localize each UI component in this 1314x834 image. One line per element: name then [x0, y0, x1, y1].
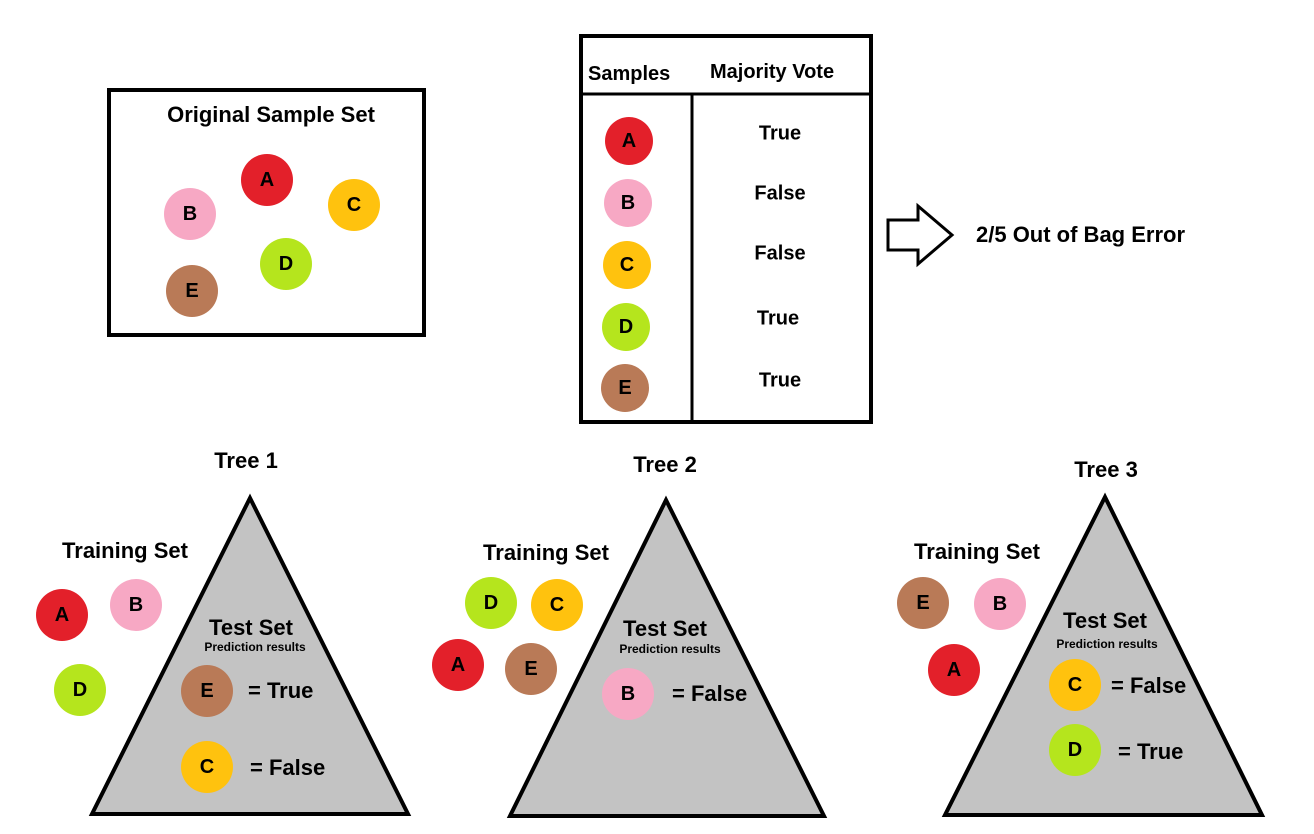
- sample-b: B: [164, 188, 216, 240]
- sample-d: D: [260, 238, 312, 290]
- arrow-right-icon: [886, 202, 955, 268]
- table-row-sample-a: A: [605, 117, 653, 165]
- tree-2-training-a: A: [432, 639, 484, 691]
- tree-1-prediction-label: Prediction results: [204, 640, 306, 654]
- tree-1-training-d: D: [54, 664, 106, 716]
- tree-1-result-text-c: = False: [250, 755, 326, 780]
- tree-1-result-sample-e: E: [181, 665, 233, 717]
- majority-vote-table: [579, 34, 873, 424]
- table-row-vote-a: True: [758, 122, 802, 145]
- original-sample-set-title: Original Sample Set: [167, 102, 375, 127]
- tree-3-test-label: Test Set: [1063, 608, 1147, 633]
- tree-3-result-sample-c: C: [1049, 659, 1101, 711]
- tree-3-prediction-label: Prediction results: [1056, 637, 1158, 651]
- tree-3-result-text-d: = True: [1118, 739, 1184, 764]
- table-row-sample-b: B: [604, 179, 652, 227]
- tree-2-prediction-label: Prediction results: [619, 642, 721, 656]
- tree-2-triangle: [506, 495, 828, 818]
- sample-c: C: [328, 179, 380, 231]
- tree-2-test-label: Test Set: [623, 616, 707, 641]
- tree-3-triangle: [941, 492, 1266, 817]
- tree-2-training-c: C: [531, 579, 583, 631]
- tree-1-training-label: Training Set: [62, 538, 188, 563]
- table-header-majority-vote: Majority Vote: [710, 61, 835, 83]
- sample-a: A: [241, 154, 293, 206]
- table-row-sample-e: E: [601, 364, 649, 412]
- table-row-sample-c: C: [603, 241, 651, 289]
- tree-1-result-sample-c: C: [181, 741, 233, 793]
- tree-2-training-label: Training Set: [483, 540, 609, 565]
- table-row-sample-d: D: [602, 303, 650, 351]
- tree-1-training-a: A: [36, 589, 88, 641]
- tree-2-result-sample-b: B: [602, 668, 654, 720]
- oob-error-label: 2/5 Out of Bag Error: [976, 222, 1186, 247]
- tree-1-triangle: [88, 493, 412, 816]
- tree-3-training-a: A: [928, 644, 980, 696]
- tree-1-result-text-e: = True: [248, 678, 314, 703]
- tree-2-training-e: E: [505, 643, 557, 695]
- tree-2-result-text-b: = False: [672, 681, 748, 706]
- tree-1-test-label: Test Set: [209, 615, 293, 640]
- tree-3-result-sample-d: D: [1049, 724, 1101, 776]
- table-row-vote-c: False: [754, 242, 806, 265]
- table-header-samples: Samples: [588, 63, 671, 85]
- tree-2-title: Tree 2: [633, 452, 697, 477]
- table-row-vote-e: True: [758, 369, 802, 392]
- table-row-vote-b: False: [754, 182, 806, 205]
- tree-3-title: Tree 3: [1074, 457, 1138, 482]
- tree-1-training-b: B: [110, 579, 162, 631]
- tree-3-training-b: B: [974, 578, 1026, 630]
- sample-e: E: [166, 265, 218, 317]
- tree-3-training-label: Training Set: [914, 539, 1040, 564]
- table-row-vote-d: True: [756, 307, 800, 330]
- tree-3-training-e: E: [897, 577, 949, 629]
- tree-1-title: Tree 1: [214, 448, 278, 473]
- tree-3-result-text-c: = False: [1111, 673, 1187, 698]
- tree-2-training-d: D: [465, 577, 517, 629]
